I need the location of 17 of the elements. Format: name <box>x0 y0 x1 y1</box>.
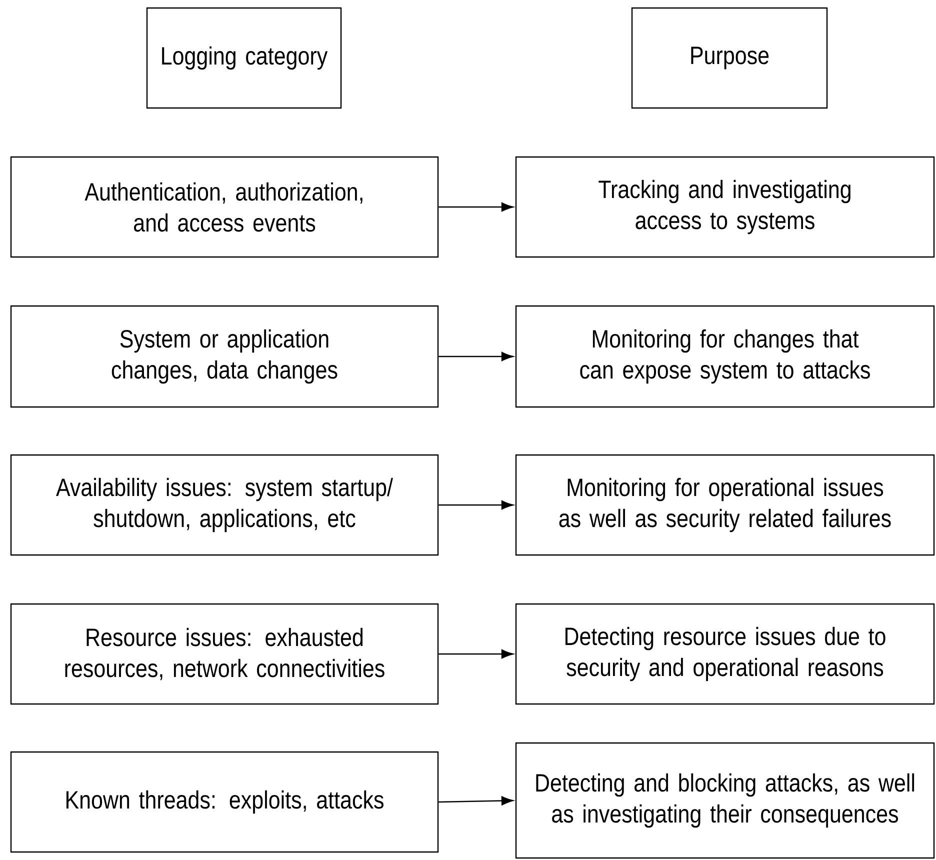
process-box: Availability issues: system startup/ shutdown, applications, etc <box>10 454 439 556</box>
process-box: Monitoring for changes that can expose system to attacks <box>515 305 935 408</box>
arrow <box>438 202 514 212</box>
process-box: System or application changes, data changes <box>10 305 439 408</box>
process-box: Authentication, authorization, and access events <box>10 156 439 258</box>
arrow <box>438 500 514 510</box>
arrow <box>438 796 514 806</box>
process-box: Known threads: exploits, attacks <box>10 751 439 853</box>
arrow <box>438 352 514 362</box>
process-box: Resource issues: exhausted resources, network connectivities <box>10 603 439 705</box>
process-box: Tracking and investigating access to systems <box>515 156 935 258</box>
arrow <box>438 649 514 659</box>
header-box: Logging category <box>146 7 342 109</box>
process-box: Monitoring for operational issues as well as security related failures <box>515 454 935 556</box>
process-box: Detecting and blocking attacks, as well as investigating their consequences <box>515 742 935 859</box>
header-box: Purpose <box>631 7 828 109</box>
process-box: Detecting resource issues due to security and operational reasons <box>515 603 935 705</box>
